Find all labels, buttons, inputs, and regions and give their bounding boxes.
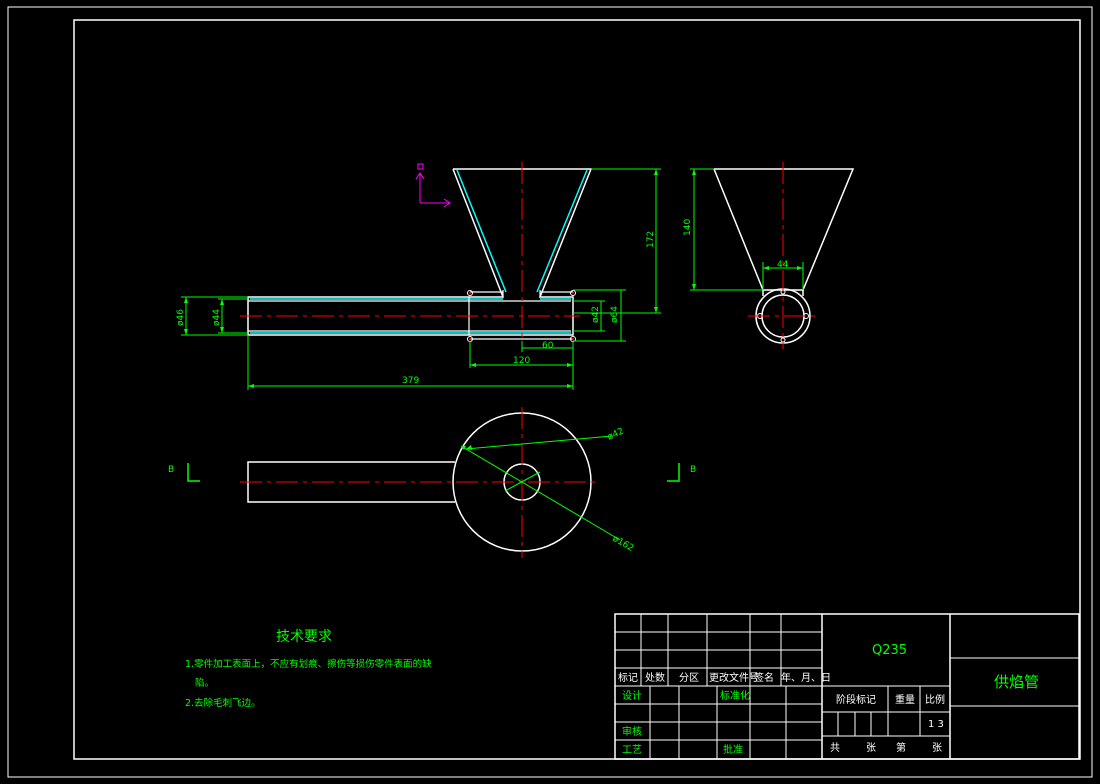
dim-arrows bbox=[184, 169, 658, 388]
standardization-label: 标准化 bbox=[720, 689, 750, 702]
dim-d42-top: ø42 bbox=[606, 426, 626, 442]
front-view: ø46 ø44 ø42 ø64 172 60 120 379 bbox=[176, 162, 661, 390]
dim-120: 120 bbox=[513, 356, 530, 366]
page-label: 第 bbox=[896, 741, 906, 754]
section-mark-right: B bbox=[690, 465, 696, 475]
dim-172: 172 bbox=[646, 231, 656, 248]
section-mark-left: B bbox=[168, 465, 174, 475]
outer-frame bbox=[7, 6, 1093, 778]
side-view: 140 44 bbox=[683, 162, 855, 349]
dim-d64: ø64 bbox=[610, 306, 620, 323]
tech-req-line1b: 陷。 bbox=[195, 677, 214, 689]
approve-label: 批准 bbox=[723, 743, 743, 756]
dim-d44: ø44 bbox=[212, 309, 222, 326]
dim-60: 60 bbox=[542, 341, 554, 351]
process-label: 工艺 bbox=[622, 744, 642, 756]
top-view: ø42 ø162 B B bbox=[168, 407, 696, 558]
title-block bbox=[614, 613, 1080, 760]
dim-d46: ø46 bbox=[176, 309, 186, 326]
dim-379: 379 bbox=[402, 376, 419, 386]
scale-label: 比例 bbox=[925, 693, 945, 706]
rev-header-1: 处数 bbox=[645, 671, 665, 684]
rev-header-4: 签名 bbox=[754, 671, 774, 684]
inner-frame bbox=[73, 19, 1081, 760]
rev-header-2: 分区 bbox=[679, 672, 699, 684]
review-label: 审核 bbox=[622, 725, 642, 738]
front-centerlines bbox=[240, 162, 580, 347]
tech-req-line2: 2.去除毛刺飞边。 bbox=[185, 697, 261, 709]
rev-header-5: 年、月、日 bbox=[781, 671, 831, 684]
part-name: 供焰管 bbox=[994, 673, 1039, 691]
tech-req-title: 技术要求 bbox=[276, 629, 332, 645]
tech-req-line1: 1.零件加工表面上，不应有划痕、擦伤等损伤零件表面的缺 bbox=[185, 658, 432, 670]
weight-label: 重量 bbox=[895, 693, 915, 706]
scale-value: 1 3 bbox=[928, 719, 944, 730]
funnel-outline bbox=[247, 168, 593, 336]
dim-44: 44 bbox=[777, 260, 789, 270]
title-block-text: Q235 供焰管 标记 处数 分区 更改文件号 签名 年、月、日 设计 标准化 … bbox=[618, 643, 1039, 756]
dim-d162: ø162 bbox=[611, 534, 636, 554]
design-label: 设计 bbox=[622, 689, 642, 702]
sheets-label-1: 张 bbox=[866, 742, 876, 754]
sheets-label-2: 张 bbox=[932, 742, 942, 754]
pipe-inner bbox=[248, 290, 573, 340]
dim-140: 140 bbox=[683, 219, 693, 236]
front-dimensions bbox=[181, 168, 661, 390]
stage-mark-label: 阶段标记 bbox=[836, 693, 876, 706]
tech-requirements: 技术要求 1.零件加工表面上，不应有划痕、擦伤等损伤零件表面的缺 陷。 2.去除… bbox=[185, 629, 432, 709]
funnel-hatch bbox=[250, 169, 588, 334]
rev-header-3: 更改文件号 bbox=[709, 671, 759, 684]
material-label: Q235 bbox=[872, 643, 907, 658]
dim-d42-front: ø42 bbox=[591, 306, 601, 323]
ucs-icon bbox=[415, 163, 451, 208]
total-label: 共 bbox=[830, 742, 840, 754]
rev-header-0: 标记 bbox=[618, 672, 638, 684]
